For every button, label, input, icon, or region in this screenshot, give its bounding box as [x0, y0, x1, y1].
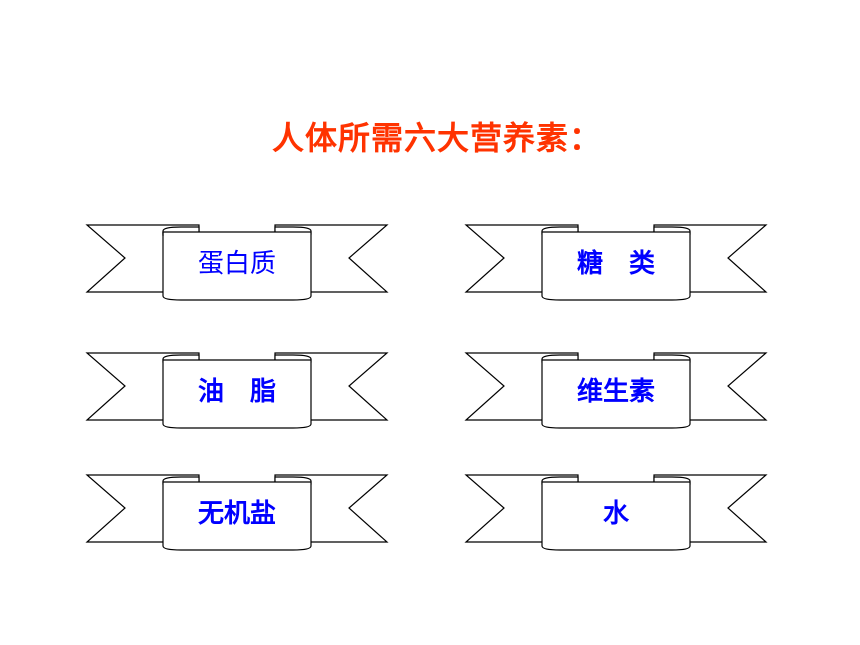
nutrient-label: 油 脂: [197, 377, 276, 407]
nutrient-label: 水: [602, 499, 629, 529]
ribbon-banner-shape: [85, 352, 389, 429]
nutrient-label: 维生素: [576, 377, 655, 407]
nutrient-banner-carbohydrate: 糖 类: [464, 222, 768, 302]
ribbon-banner-shape: [85, 224, 389, 301]
slide-title: 人体所需六大营养素：: [271, 119, 602, 157]
ribbon-banner-shape: [464, 352, 768, 429]
nutrient-label: 蛋白质: [197, 249, 276, 279]
nutrient-label: 无机盐: [197, 499, 276, 529]
nutrient-banner-protein: 蛋白质: [85, 222, 389, 302]
nutrient-banner-mineral: 无机盐: [85, 472, 389, 552]
ribbon-banner-shape: [464, 474, 768, 551]
ribbon-banner-shape: [464, 224, 768, 301]
nutrient-label: 糖 类: [576, 249, 655, 279]
nutrient-banner-fat: 油 脂: [85, 350, 389, 430]
nutrient-banner-water: 水: [464, 472, 768, 552]
nutrient-banner-vitamin: 维生素: [464, 350, 768, 430]
ribbon-banner-shape: [85, 474, 389, 551]
